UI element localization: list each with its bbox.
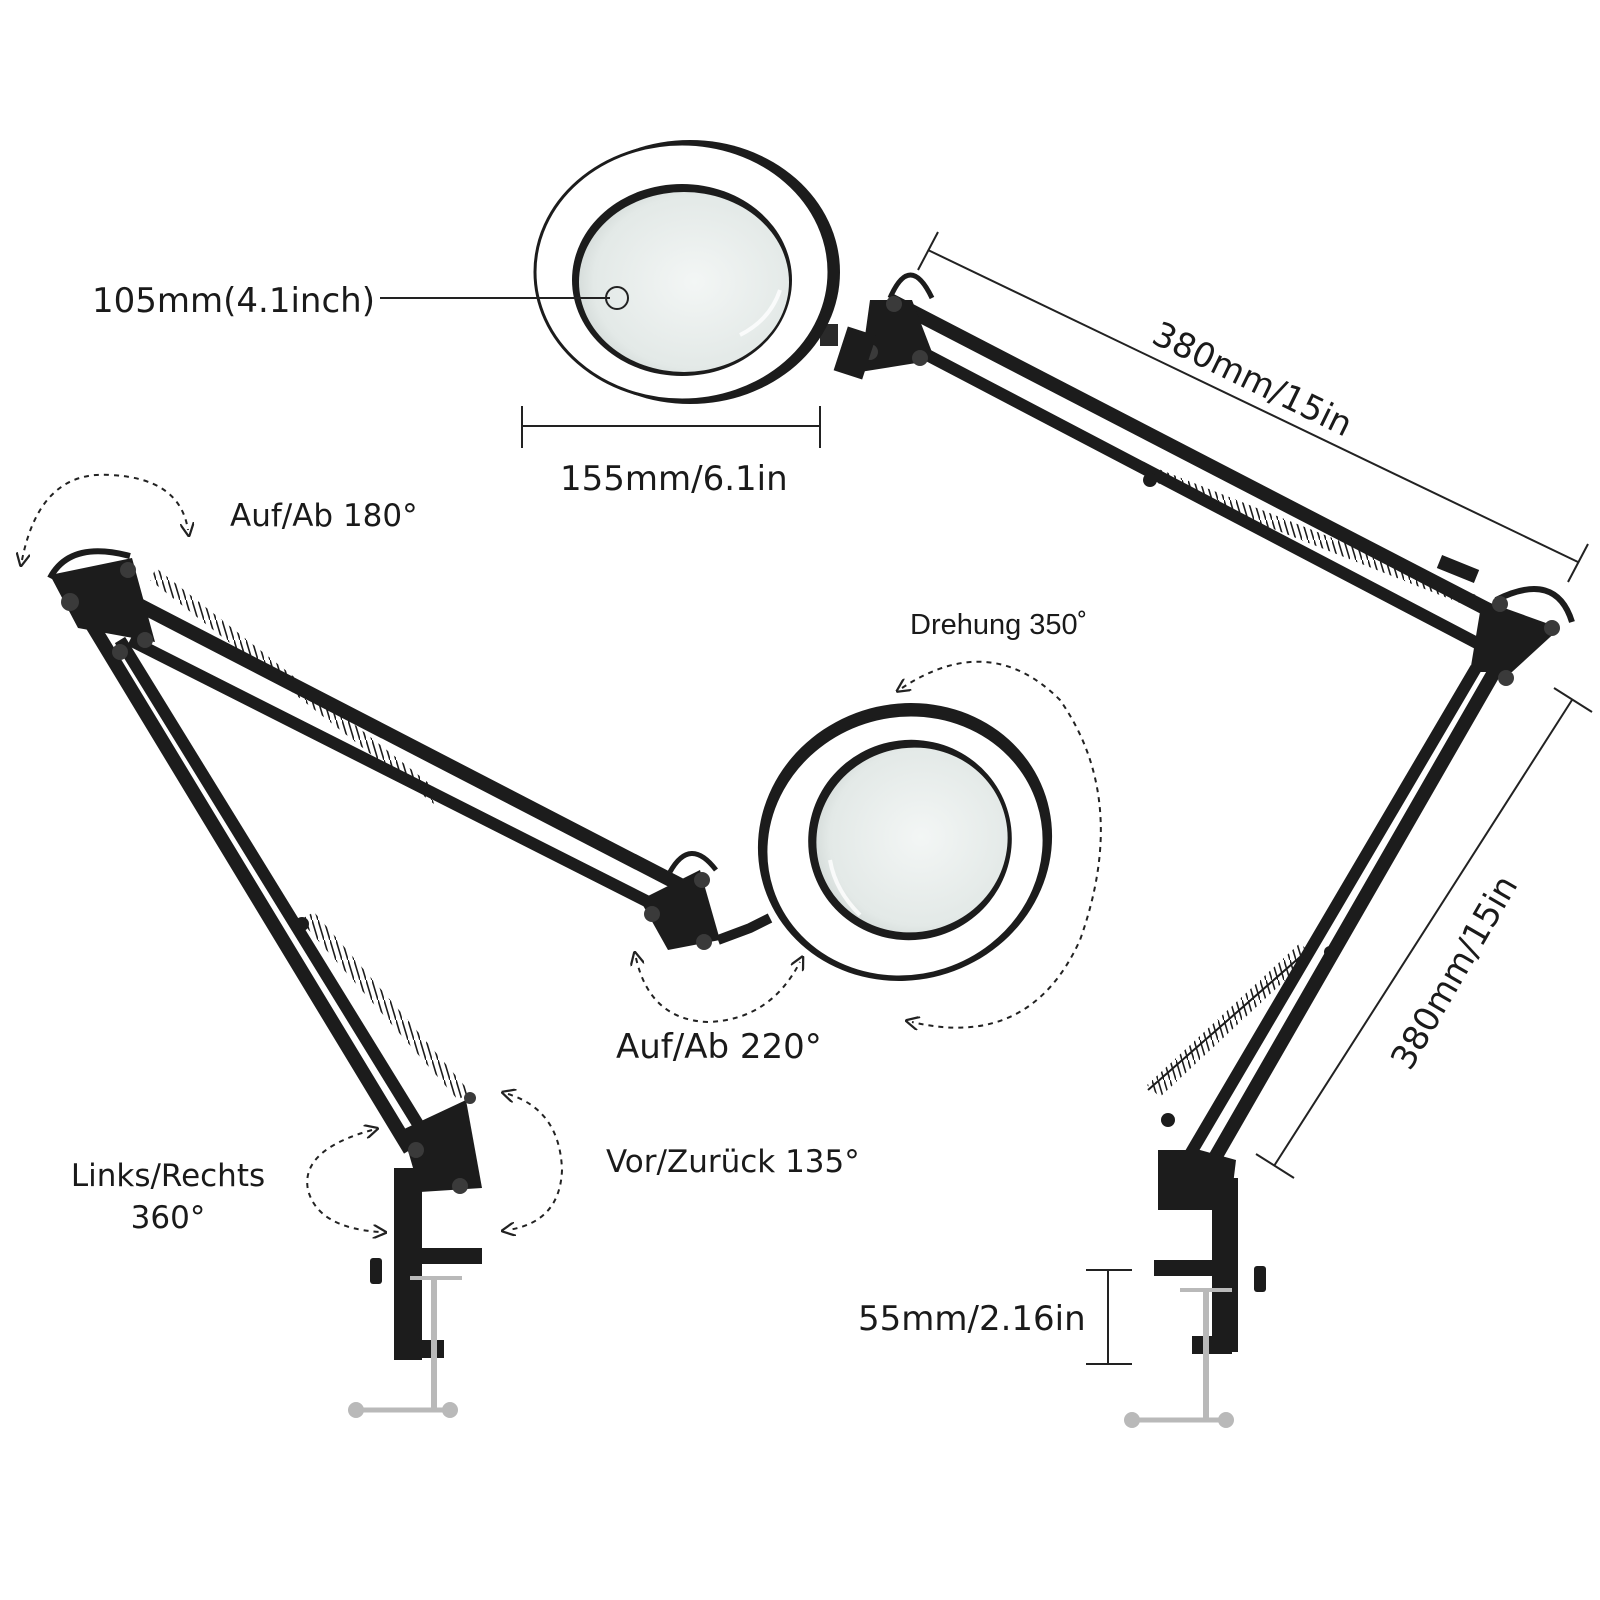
spring-lower-right xyxy=(1147,943,1312,1097)
rotation-arrow-top xyxy=(22,473,188,560)
label-rotation-base-lr-2: 360° xyxy=(131,1200,206,1236)
lower-arm-right xyxy=(1147,644,1515,1174)
dimension-head-width xyxy=(521,406,821,448)
upper-arm-left xyxy=(106,568,694,924)
rotation-arrow-joint xyxy=(636,958,800,1024)
upper-arm-right xyxy=(886,293,1512,658)
label-rotation-base-fb: Vor/Zurück 135° xyxy=(606,1144,860,1180)
base-right xyxy=(1124,1113,1266,1428)
label-rotation-head: Drehung 350˚ xyxy=(910,609,1087,641)
magnifier-head-top xyxy=(533,140,840,404)
label-rotation-top: Auf/Ab 180° xyxy=(230,498,418,534)
spring-upper-left xyxy=(150,568,440,804)
dimension-upper-arm xyxy=(917,231,1589,583)
head-joint-left xyxy=(640,851,773,950)
spring-upper-right xyxy=(1150,468,1476,607)
lower-arm-left xyxy=(74,601,470,1164)
dimension-clamp xyxy=(1086,1269,1132,1365)
magnifier-head-left xyxy=(757,703,1053,981)
rotation-arrow-base-fb xyxy=(508,1094,564,1230)
spring-lower-left xyxy=(300,912,470,1100)
label-rotation-joint: Auf/Ab 220° xyxy=(616,1027,822,1067)
label-lower-arm-length: 380mm/15in xyxy=(1383,869,1526,1077)
lamp-extended xyxy=(533,140,1575,1428)
base-left xyxy=(348,1092,482,1418)
label-rotation-base-lr-1: Links/Rechts xyxy=(71,1158,265,1194)
elbow-joint-right xyxy=(1470,586,1575,686)
label-head-width: 155mm/6.1in xyxy=(560,459,788,499)
dimension-lower-arm xyxy=(1255,687,1593,1179)
rotation-arrow-base-lr xyxy=(306,1130,380,1232)
lens-top xyxy=(579,192,789,372)
lamp-folded xyxy=(47,548,1053,1418)
head-joint-right xyxy=(820,272,935,380)
label-upper-arm-length: 380mm/15in xyxy=(1146,314,1358,445)
label-clamp-opening: 55mm/2.16in xyxy=(858,1299,1086,1339)
label-lens-diameter: 105mm(4.1inch) xyxy=(92,281,375,321)
